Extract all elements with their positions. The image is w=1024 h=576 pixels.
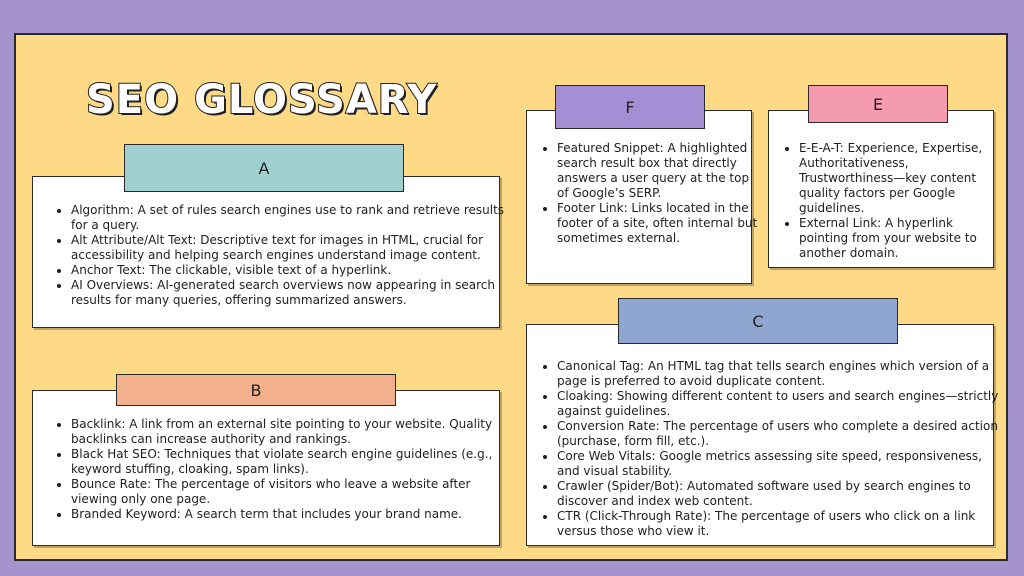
glossary-term: Crawler (Spider/Bot): Automated software… [557,479,1007,509]
glossary-term: Algorithm: A set of rules search engines… [71,203,511,233]
glossary-term: Conversion Rate: The percentage of users… [557,419,1007,449]
section-f-card: Featured Snippet: A highlighted search r… [526,110,757,284]
section-f-tab: F [555,85,705,129]
glossary-term: Canonical Tag: An HTML tag that tells se… [557,359,1007,389]
section-a-card: Algorithm: A set of rules search engines… [32,176,504,328]
section-c-card: Canonical Tag: An HTML tag that tells se… [526,324,998,546]
glossary-term: Anchor Text: The clickable, visible text… [71,263,511,278]
glossary-term: E-E-A-T: Experience, Expertise, Authorit… [799,141,1004,216]
section-e-card: E-E-A-T: Experience, Expertise, Authorit… [768,110,994,268]
section-e-list: E-E-A-T: Experience, Expertise, Authorit… [781,141,1004,261]
glossary-term: Featured Snippet: A highlighted search r… [557,141,762,201]
section-c-tab: C [618,298,898,344]
section-c-list: Canonical Tag: An HTML tag that tells se… [539,359,1007,539]
glossary-term: Cloaking: Showing different content to u… [557,389,1007,419]
glossary-term: Bounce Rate: The percentage of visitors … [71,477,511,507]
section-b-list: Backlink: A link from an external site p… [53,417,511,522]
section-b-tab: B [116,374,396,406]
glossary-term: External Link: A hyperlink pointing from… [799,216,1004,261]
glossary-term: Branded Keyword: A search term that incl… [71,507,511,522]
glossary-term: Footer Link: Links located in the footer… [557,201,762,246]
glossary-term: Black Hat SEO: Techniques that violate s… [71,447,511,477]
glossary-term: Backlink: A link from an external site p… [71,417,511,447]
section-e-tab: E [808,85,948,123]
glossary-term: Alt Attribute/Alt Text: Descriptive text… [71,233,511,263]
section-a-list: Algorithm: A set of rules search engines… [53,203,511,308]
glossary-term: Core Web Vitals: Google metrics assessin… [557,449,1007,479]
page-title: SEO GLOSSARY [85,76,438,124]
section-a-tab: A [124,144,404,192]
section-b-card: Backlink: A link from an external site p… [32,390,500,546]
glossary-term: CTR (Click-Through Rate): The percentage… [557,509,1007,539]
section-f-list: Featured Snippet: A highlighted search r… [539,141,762,246]
glossary-term: AI Overviews: AI-generated search overvi… [71,278,511,308]
